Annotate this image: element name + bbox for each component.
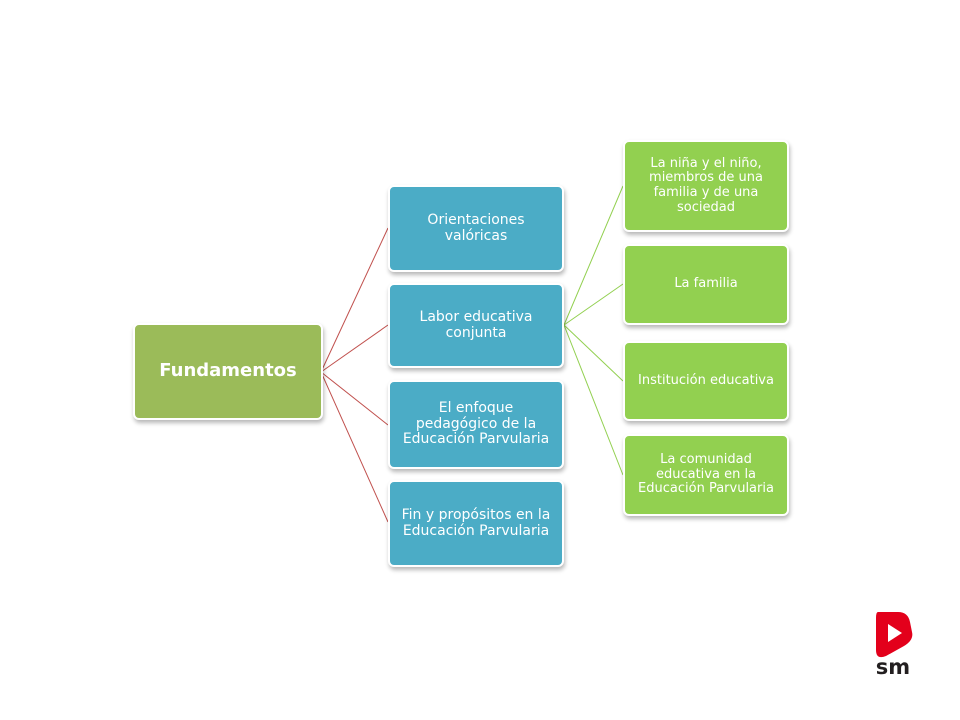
node-label: Institución educativa	[638, 372, 774, 388]
connector-labor-familia	[563, 283, 624, 326]
node-labor-educativa-conjunta: Labor educativa conjunta	[388, 283, 564, 368]
node-comunidad-educativa: La comunidad educativa en la Educación P…	[623, 434, 789, 516]
connector-labor-comunidad	[563, 324, 624, 476]
node-label: Orientaciones valóricas	[427, 211, 525, 244]
sm-logo-text: sm	[876, 655, 910, 676]
node-orientaciones-valoricas: Orientaciones valóricas	[388, 185, 564, 272]
node-la-familia: La familia	[623, 244, 789, 325]
node-label: La familia	[674, 276, 738, 292]
root-node-label: Fundamentos	[159, 360, 297, 382]
node-institucion-educativa: Institución educativa	[623, 341, 789, 421]
root-node-fundamentos: Fundamentos	[133, 323, 323, 420]
node-nina-nino-familia-sociedad: La niña y el niño, miembros de una famil…	[623, 140, 789, 232]
node-label: El enfoque pedagógico de la Educación Pa…	[402, 399, 550, 448]
connector-labor-nina-nino	[563, 185, 624, 326]
connector-labor-institucion	[563, 324, 624, 382]
connector-root-labor	[320, 324, 389, 373]
node-enfoque-pedagogico: El enfoque pedagógico de la Educación Pa…	[388, 380, 564, 469]
node-fin-y-propositos: Fin y propósitos en la Educación Parvula…	[388, 480, 564, 567]
sm-logo-play-icon	[888, 624, 902, 642]
node-label: Fin y propósitos en la Educación Parvula…	[401, 506, 551, 539]
node-label: Labor educativa conjunta	[419, 308, 533, 341]
connector-root-fin	[320, 371, 389, 523]
node-label: La niña y el niño, miembros de una famil…	[649, 155, 763, 215]
connector-root-orientaciones	[320, 227, 389, 373]
connector-root-enfoque	[320, 371, 389, 426]
node-label: La comunidad educativa en la Educación P…	[638, 452, 774, 497]
sm-logo: sm	[876, 612, 913, 676]
